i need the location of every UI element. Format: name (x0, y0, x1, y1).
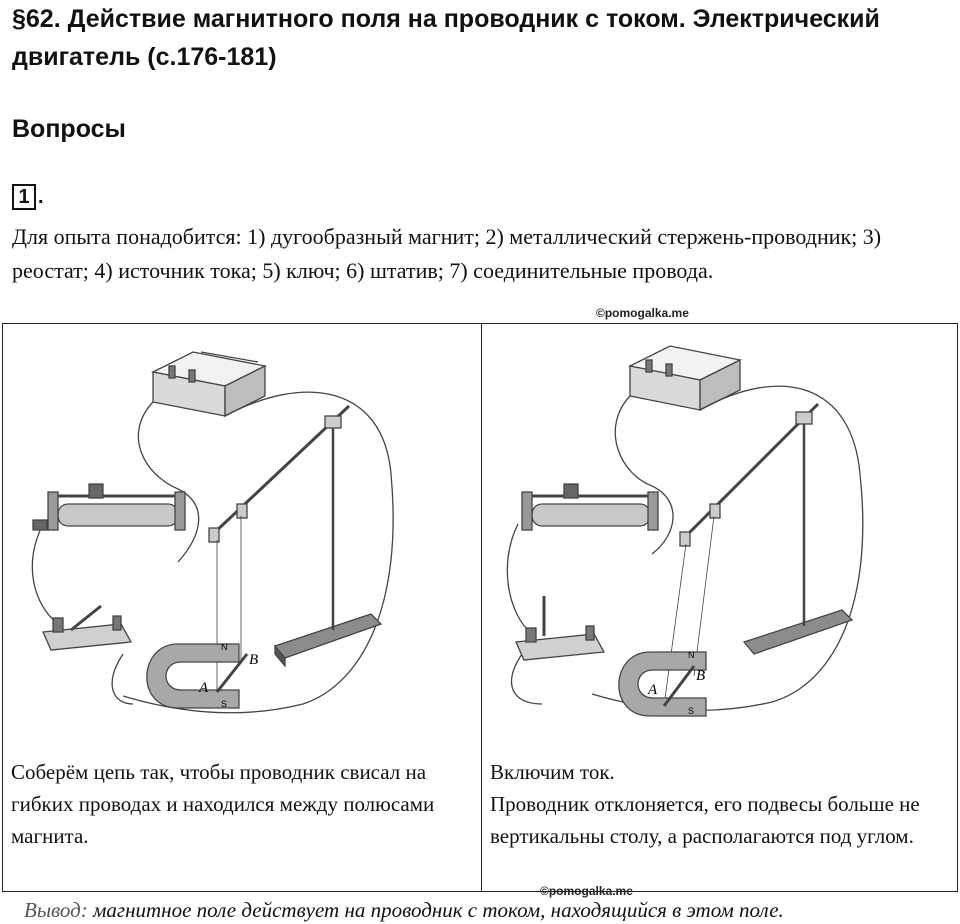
stand-icon (208, 404, 383, 668)
power-source-icon (150, 351, 268, 418)
label-n: N (221, 642, 228, 652)
page-title: §62. Действие магнитного поля на проводн… (12, 5, 880, 71)
power-source-icon (628, 345, 742, 412)
wire-4 (511, 653, 543, 705)
horseshoe-magnet-icon (618, 651, 707, 717)
experiment-illustration-after: N S A B (506, 345, 864, 717)
experiment-illustration-before: N S A B (31, 351, 394, 714)
label-b: B (696, 668, 705, 684)
wire-4 (111, 653, 134, 705)
switch-key-icon (42, 604, 133, 651)
switch-key-icon (515, 596, 606, 661)
wire-3 (31, 523, 59, 625)
label-s: S (688, 706, 694, 716)
experiment-panel-before: N S A B Соберём цепь так, чтобы проводни… (2, 323, 482, 892)
label-a: A (647, 682, 658, 698)
caption-before: Соберём цепь так, чтобы проводник свисал… (11, 760, 435, 848)
rheostat-icon (32, 483, 186, 531)
rheostat-icon (521, 483, 659, 531)
label-s: S (221, 699, 227, 709)
stand-icon (679, 402, 854, 655)
watermark-top: ©pomogalka.me (596, 306, 689, 320)
question-number: 1 (12, 184, 36, 210)
conductor-rod-icon (662, 665, 696, 707)
horseshoe-magnet-icon (146, 643, 240, 709)
experiment-panel-after: N S A B Включим ток. Проводник отклоняет… (481, 323, 958, 892)
conclusion-text: магнитное поле действует на проводник с … (87, 898, 784, 922)
wire-2 (137, 401, 200, 563)
conclusion-label: Вывод: (24, 898, 88, 922)
label-n: N (688, 650, 695, 660)
watermark-bottom: ©pomogalka.me (540, 884, 633, 898)
caption-after: Включим ток. Проводник отклоняется, его … (490, 760, 920, 848)
conclusion: Вывод: магнитное поле действует на прово… (24, 896, 954, 924)
conductor-rod-icon (215, 653, 249, 693)
question-intro: Для опыта понадобится: 1) дугообразный м… (12, 224, 882, 283)
question-number-dot: . (38, 186, 44, 208)
label-b: B (249, 652, 258, 668)
label-a: A (198, 680, 209, 696)
wire-2 (614, 395, 674, 555)
section-heading: Вопросы (12, 115, 126, 143)
wire-1 (122, 391, 394, 714)
wire-3 (506, 523, 533, 635)
